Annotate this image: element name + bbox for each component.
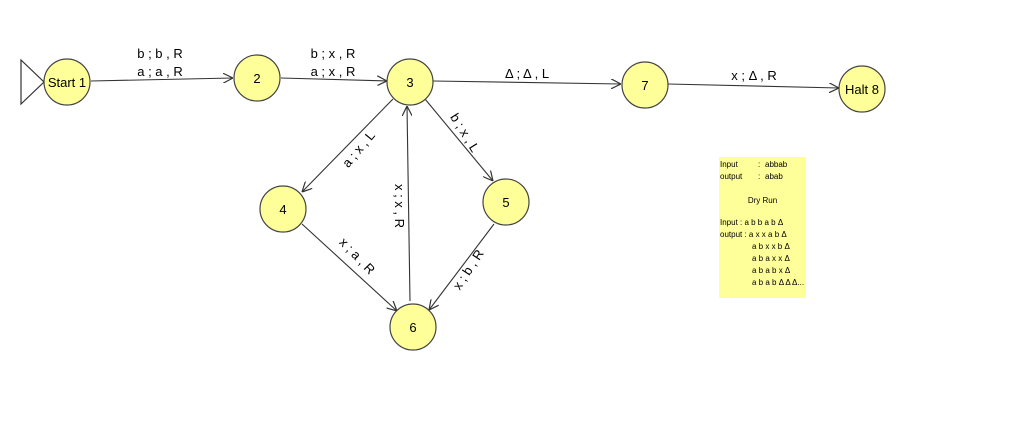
note-input-value: abbab xyxy=(765,160,788,169)
state-label: 2 xyxy=(253,71,260,86)
label-1-2-a: b ; b , R xyxy=(137,46,183,61)
note-run-output-line: a b a b Δ Δ Δ... xyxy=(752,278,805,287)
label-2-3-b: a ; x , R xyxy=(311,64,356,79)
state-label: 5 xyxy=(502,195,509,210)
edge-3-5 xyxy=(424,98,493,181)
dry-run-note: Input : abbab output : abab Dry Run Inpu… xyxy=(719,157,806,298)
note-run-input: Input : a b b a b Δ xyxy=(720,218,784,227)
state-6[interactable]: 6 xyxy=(389,303,437,351)
label-4-6: x ; a , R xyxy=(336,235,378,278)
state-label: 7 xyxy=(641,78,648,93)
note-output-key: output xyxy=(720,172,743,181)
label-7-8: x ; Δ , R xyxy=(731,68,777,83)
note-output-value: abab xyxy=(765,172,783,181)
state-label: 6 xyxy=(409,320,416,335)
edge-5-6 xyxy=(429,223,495,310)
state-3[interactable]: 3 xyxy=(386,58,434,106)
state-label: 4 xyxy=(279,202,286,217)
label-3-7: Δ ; Δ , L xyxy=(505,66,549,81)
note-run-output-line: a b a x x Δ xyxy=(752,254,790,263)
state-5[interactable]: 5 xyxy=(482,178,530,226)
edge-3-4 xyxy=(302,98,394,192)
state-halt-8[interactable]: Halt 8 xyxy=(838,65,886,113)
note-run-output-line: a b a b x Δ xyxy=(752,266,791,275)
edge-3-7 xyxy=(432,81,621,84)
note-run-output-line: output : a x x a b Δ xyxy=(720,230,787,239)
start-marker xyxy=(20,58,45,106)
state-label: Start 1 xyxy=(48,75,86,90)
note-input-sep: : xyxy=(758,160,761,169)
state-2[interactable]: 2 xyxy=(233,54,281,102)
state-start-1[interactable]: Start 1 xyxy=(43,58,91,106)
state-label: 3 xyxy=(406,75,413,90)
note-output-sep: : xyxy=(758,172,761,181)
state-7[interactable]: 7 xyxy=(621,61,669,109)
label-6-3: x ; x , R xyxy=(392,184,407,228)
note-input-key: Input xyxy=(720,160,738,169)
note-title: Dry Run xyxy=(747,196,778,205)
label-1-2-b: a ; a , R xyxy=(137,64,183,79)
state-4[interactable]: 4 xyxy=(259,185,307,233)
note-run-output-line: a b x x b Δ xyxy=(752,242,790,251)
label-2-3-a: b ; x , R xyxy=(311,46,356,61)
state-label: Halt 8 xyxy=(845,82,879,97)
edge-2-3 xyxy=(280,78,387,81)
label-5-6: x ; b , R xyxy=(450,247,487,293)
edge-4-6 xyxy=(301,223,397,311)
edge-7-8 xyxy=(667,84,839,88)
edge-1-2 xyxy=(90,78,233,81)
edge-6-3 xyxy=(407,106,410,302)
